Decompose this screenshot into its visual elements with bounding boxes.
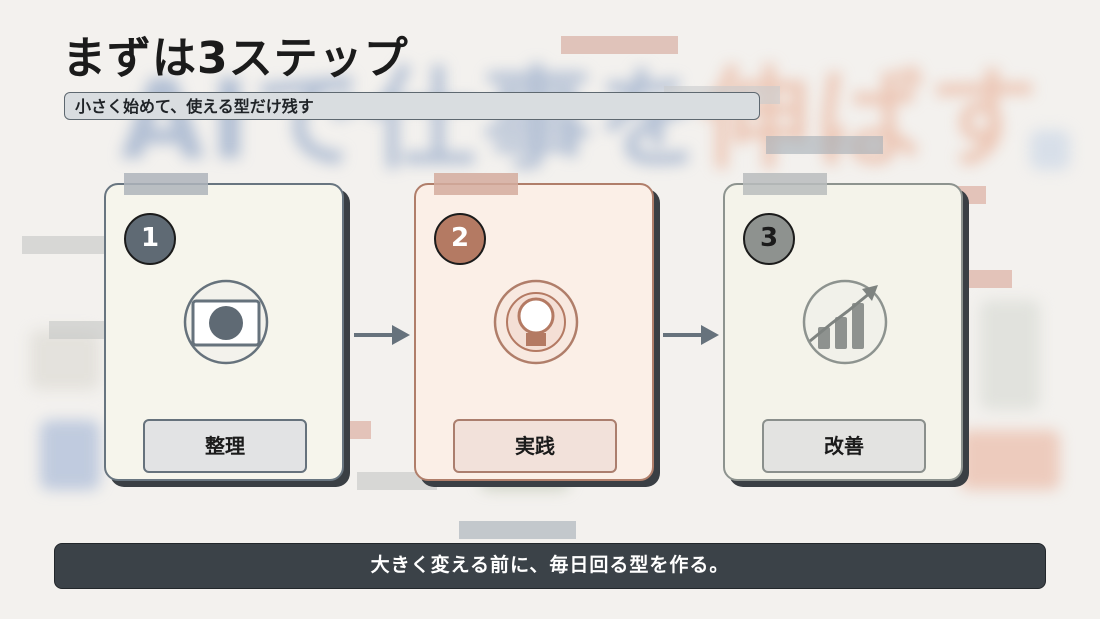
step-number-badge: 2 xyxy=(434,213,486,265)
page-subtitle: 小さく始めて、使える型だけ残す xyxy=(64,92,760,120)
step-label: 整理 xyxy=(143,419,307,473)
blurred-headline-left: AIで仕事を xyxy=(120,56,711,184)
step-label: 実践 xyxy=(453,419,617,473)
tape-decoration xyxy=(743,173,827,195)
step-number-badge: 3 xyxy=(743,213,795,265)
tape-decoration xyxy=(124,173,208,195)
tape-decoration xyxy=(434,173,518,195)
step-number-badge: 1 xyxy=(124,213,176,265)
step-card-2: 2 実践 xyxy=(414,173,654,481)
lightbulb-icon xyxy=(493,279,579,365)
arrow-right-icon xyxy=(661,323,721,347)
id-card-icon xyxy=(183,279,269,365)
arrow-right-icon xyxy=(352,323,412,347)
step-card-3: 3 改善 xyxy=(723,173,963,481)
growth-chart-icon xyxy=(802,279,888,365)
step-label: 改善 xyxy=(762,419,926,473)
page-title: まずは3ステップ xyxy=(62,33,409,84)
footer-message-bar: 大きく変える前に、毎日回る型を作る。 xyxy=(54,543,1046,589)
step-card-1: 1 整理 xyxy=(104,173,344,481)
blurred-headline-right: 伸ばす xyxy=(700,56,1042,184)
